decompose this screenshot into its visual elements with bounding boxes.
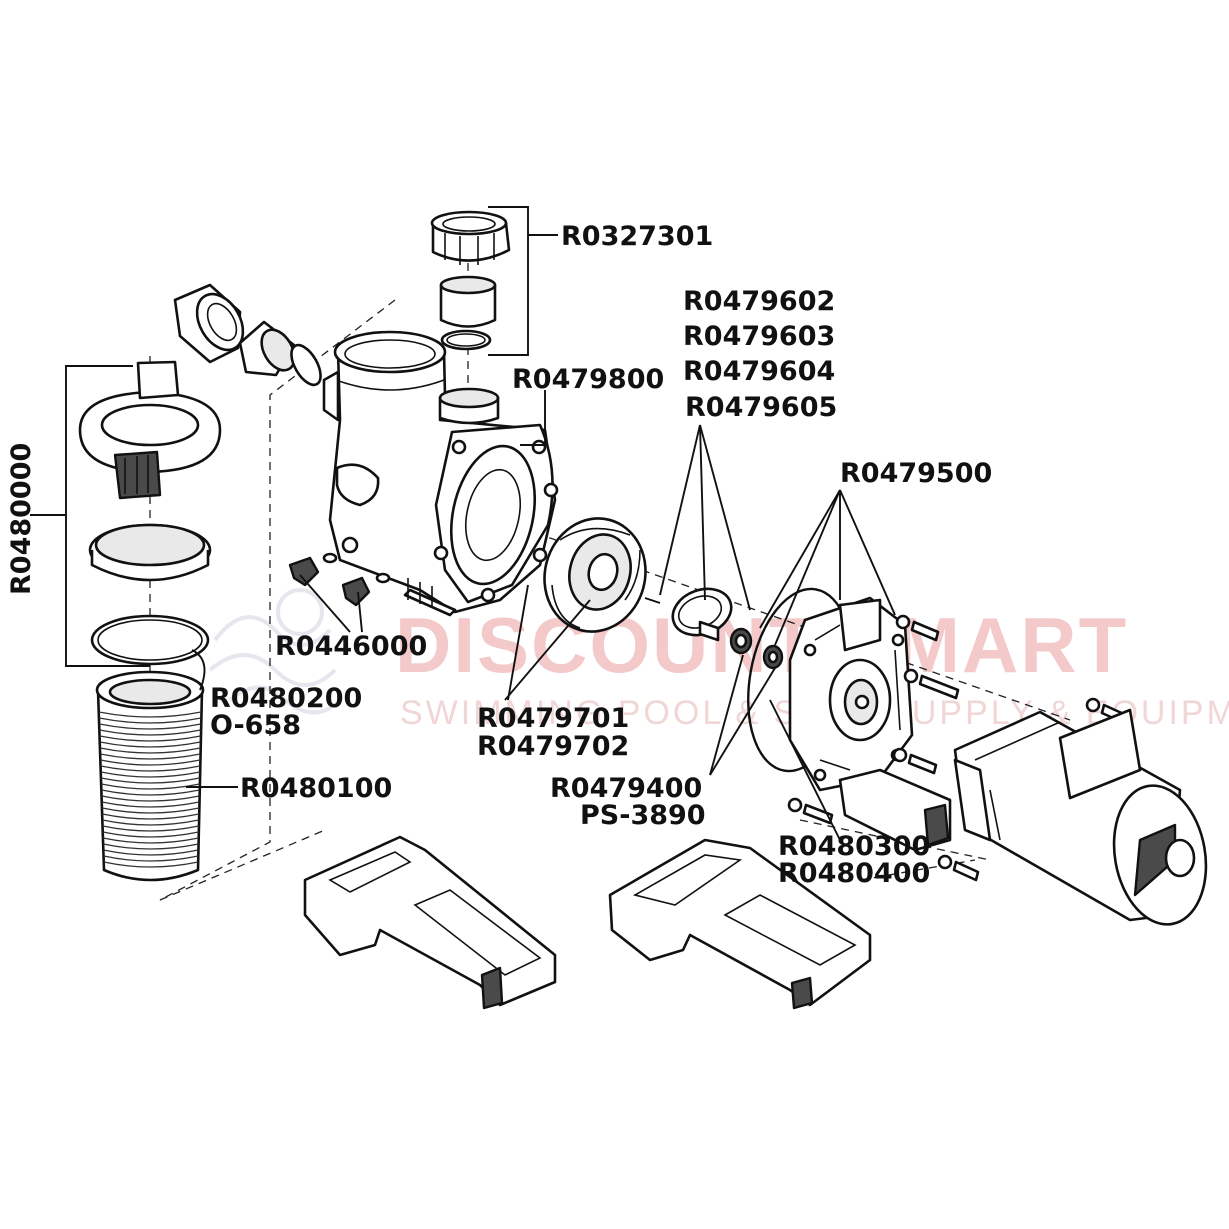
basket-rib bbox=[98, 711, 202, 718]
pump-base-left bbox=[303, 835, 557, 1010]
basket-rib bbox=[103, 861, 199, 868]
label-impeller-4: R0479605 bbox=[685, 392, 837, 423]
seal-plate bbox=[788, 596, 914, 792]
screw bbox=[903, 668, 960, 700]
basket-rib bbox=[103, 837, 199, 844]
strainer-basket bbox=[95, 670, 205, 882]
basket-rib bbox=[99, 717, 202, 724]
basket-rib bbox=[103, 843, 199, 850]
screw bbox=[787, 797, 834, 825]
basket-rib bbox=[100, 747, 201, 754]
lid-clamp-ring bbox=[78, 360, 222, 500]
label-seal-1: R0479400 bbox=[550, 773, 702, 804]
screw bbox=[937, 854, 980, 882]
label-impeller-3: R0479604 bbox=[683, 356, 835, 387]
basket-rib bbox=[100, 765, 201, 772]
label-base-2: R0480400 bbox=[778, 858, 930, 889]
screw bbox=[892, 747, 938, 775]
basket-rib bbox=[103, 855, 199, 862]
diffuser bbox=[543, 517, 647, 633]
label-union-kit: R0327301 bbox=[561, 221, 713, 252]
basket-rib bbox=[101, 789, 200, 796]
basket-rib bbox=[102, 807, 200, 814]
basket-rib bbox=[102, 825, 199, 832]
basket-rib bbox=[99, 735, 201, 742]
basket-rib bbox=[100, 771, 200, 778]
label-diffuser-1: R0479701 bbox=[477, 703, 629, 734]
screw bbox=[895, 614, 940, 642]
drain-plugs bbox=[288, 552, 391, 607]
shaft-seal bbox=[729, 627, 784, 670]
label-seal-plate: R0479500 bbox=[840, 458, 992, 489]
motor-support bbox=[838, 768, 952, 852]
top-union-assembly bbox=[430, 210, 511, 351]
basket-rib bbox=[100, 753, 201, 760]
lid-o-ring bbox=[90, 614, 210, 666]
label-seal-2: PS-3890 bbox=[580, 800, 706, 831]
leader-lines bbox=[30, 206, 896, 841]
label-pump-housing: R0479800 bbox=[512, 364, 664, 395]
label-lid-assembly: R0480000 bbox=[6, 443, 37, 595]
part-labels: R0327301 R0479602 R0479603 R0479604 R047… bbox=[6, 221, 992, 889]
pump-housing bbox=[322, 330, 559, 617]
basket-rib bbox=[101, 801, 200, 808]
motor bbox=[953, 708, 1208, 926]
label-lid-o-ring-2: O-658 bbox=[210, 710, 301, 741]
watermark-text-right: MART bbox=[895, 601, 1128, 689]
label-drain-plug: R0446000 bbox=[275, 631, 427, 662]
pump-lid bbox=[88, 523, 212, 582]
basket-rib bbox=[101, 795, 200, 802]
screws bbox=[787, 614, 1128, 882]
impeller bbox=[644, 587, 733, 642]
label-diffuser-2: R0479702 bbox=[477, 731, 629, 762]
label-impeller-2: R0479603 bbox=[683, 321, 835, 352]
basket-rib bbox=[103, 849, 199, 856]
basket-ribs bbox=[98, 711, 202, 868]
basket-rib bbox=[101, 783, 200, 790]
label-impeller-1: R0479602 bbox=[683, 286, 835, 317]
basket-rib bbox=[99, 729, 201, 736]
pump-base-right bbox=[608, 838, 872, 1010]
basket-rib bbox=[99, 741, 201, 748]
basket-rib bbox=[101, 777, 200, 784]
watermark-logo-icon bbox=[208, 588, 342, 715]
label-lid-o-ring-1: R0480200 bbox=[210, 683, 362, 714]
basket-rib bbox=[102, 819, 199, 826]
basket-rib bbox=[102, 831, 199, 838]
basket-rib bbox=[100, 759, 201, 766]
basket-rib bbox=[102, 813, 200, 820]
label-basket: R0480100 bbox=[240, 773, 392, 804]
basket-rib bbox=[99, 723, 201, 730]
left-union-assembly bbox=[173, 283, 322, 387]
label-base-1: R0480300 bbox=[778, 831, 930, 862]
